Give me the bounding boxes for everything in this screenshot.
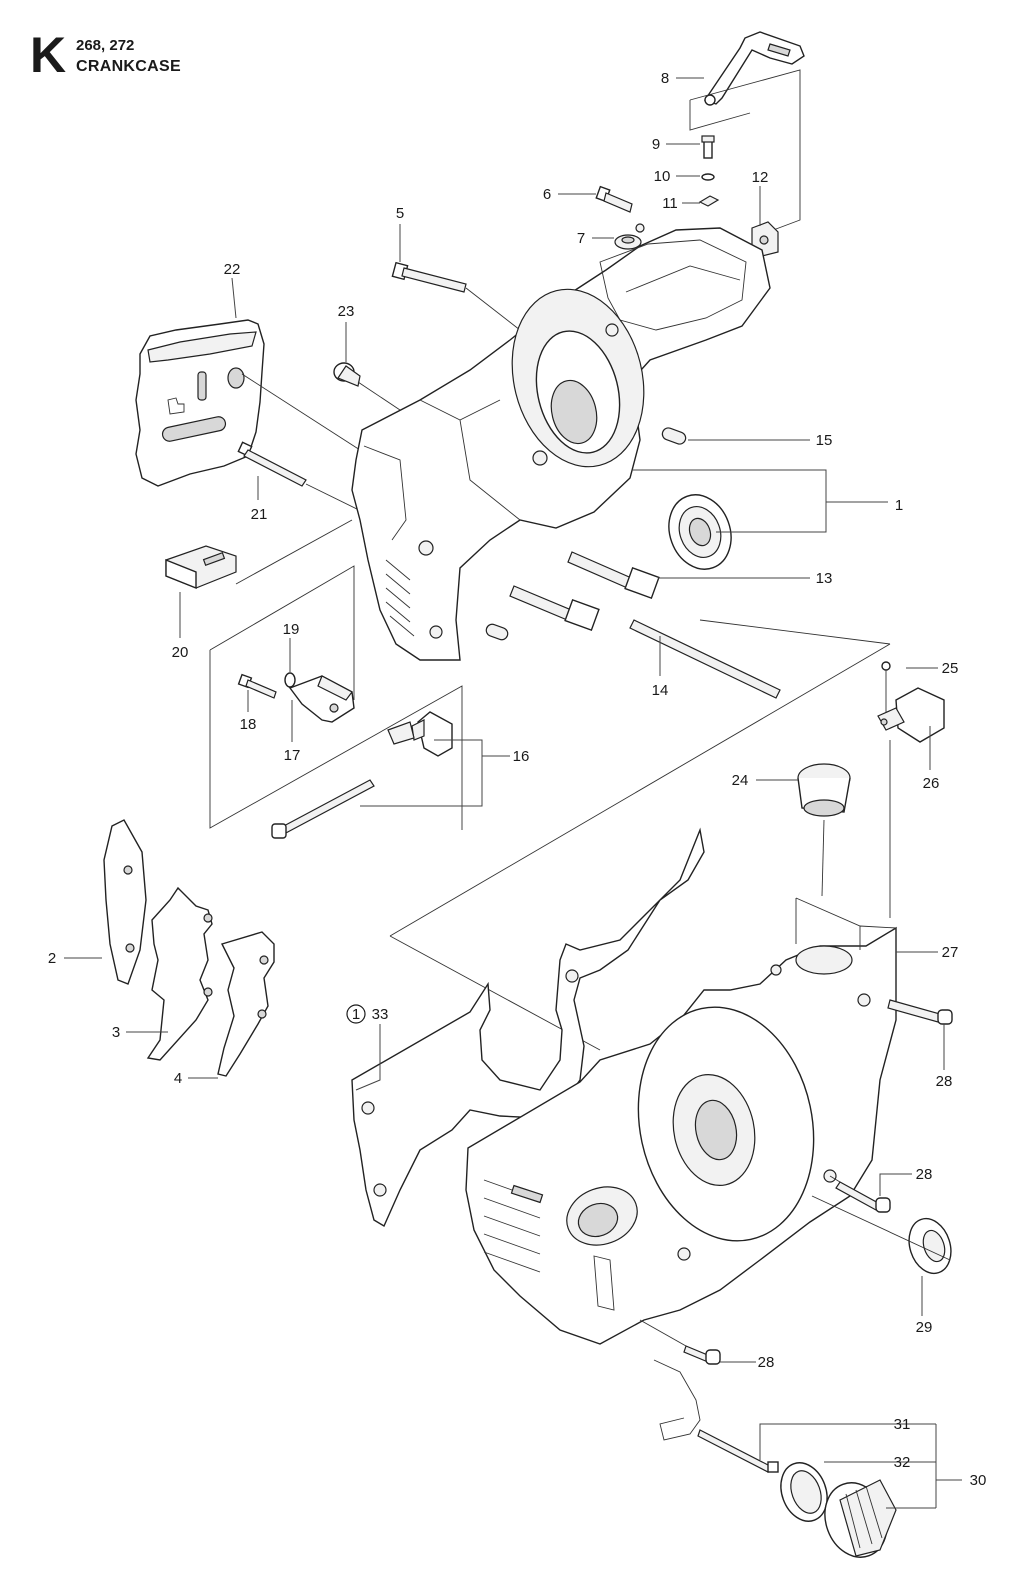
part-25-screw: [881, 661, 891, 671]
part-26-switch: [877, 670, 945, 918]
part-28-screw-right: [887, 999, 953, 1025]
callout-19: 19: [283, 621, 300, 638]
callout-28-mid: 28: [916, 1166, 933, 1183]
callout-33: 33: [372, 1006, 389, 1023]
part-17-clamp: [288, 675, 355, 723]
callout-23: 23: [338, 303, 355, 320]
part-23-plug: [333, 362, 401, 411]
part-28-screw-mid: [829, 1175, 891, 1213]
callout-labels: 1 2 3 4 5 6 7 8 9 10 11 12 13 14 15 16 1…: [48, 70, 987, 1489]
part-10-washer: [701, 173, 715, 181]
part-13-bearing: [668, 494, 732, 570]
part-1-upper-crankcase: [351, 223, 771, 661]
callout-4: 4: [174, 1070, 182, 1087]
callout-28-bottom: 28: [758, 1354, 775, 1371]
callout-17: 17: [284, 747, 301, 764]
callout-26: 26: [923, 775, 940, 792]
callout-21: 21: [251, 506, 268, 523]
part-33-gasket: [351, 827, 705, 1228]
part-19-washer: [284, 672, 296, 688]
part-15-dowel: [661, 427, 687, 445]
callout-31: 31: [894, 1416, 911, 1433]
part-24-intake-grommet: [797, 763, 851, 897]
callout-24: 24: [732, 772, 749, 789]
callout-16: 16: [513, 748, 530, 765]
callout-10: 10: [654, 168, 671, 185]
part-29-seal: [811, 1195, 952, 1275]
note-marker: 1: [346, 1004, 366, 1024]
part-20-bumper: [165, 519, 353, 590]
callout-13: 13: [816, 570, 833, 587]
callout-20: 20: [172, 644, 189, 661]
callout-3: 3: [112, 1024, 120, 1041]
part-8-brake-lever: [689, 31, 805, 233]
part-11-nut: [698, 195, 720, 207]
callout-25: 25: [942, 660, 959, 677]
callout-6: 6: [543, 186, 551, 203]
part-3-bumper-spike: [146, 886, 213, 1061]
part-chain-bolt-a: [567, 551, 660, 600]
callout-8: 8: [661, 70, 669, 87]
part-22-guide-plate: [135, 319, 361, 487]
callout-27: 27: [942, 944, 959, 961]
section-letter: K: [30, 27, 67, 83]
part-chain-bolt-b: [509, 585, 600, 632]
callout-1: 1: [895, 497, 903, 514]
part-small-dowel: [485, 623, 509, 641]
part-6-screw: [595, 185, 633, 213]
part-18-screw: [237, 673, 277, 699]
callout-7: 7: [577, 230, 585, 247]
callout-18: 18: [240, 716, 257, 733]
callout-5: 5: [396, 205, 404, 222]
part-2-spike-plate: [103, 819, 147, 985]
callout-9: 9: [652, 136, 660, 153]
callout-2: 2: [48, 950, 56, 967]
model-numbers: 268, 272: [76, 37, 135, 54]
part-9-screw: [701, 135, 715, 159]
part-27-lower-crankcase: [465, 897, 897, 1345]
callout-30: 30: [970, 1472, 987, 1489]
callout-22: 22: [224, 261, 241, 278]
callout-12: 12: [752, 169, 769, 186]
callout-32: 32: [894, 1454, 911, 1471]
part-16-tensioner: [271, 711, 453, 839]
part-28-screw-bottom: [639, 1319, 721, 1365]
part-4-bumper-spike: [217, 931, 275, 1077]
diagram-title: CRANKCASE: [76, 58, 181, 75]
callout-15: 15: [816, 432, 833, 449]
part-31-fuel-hose: [653, 1359, 779, 1473]
part-32-o-ring: [780, 1462, 828, 1522]
part-7-grommet: [614, 234, 642, 250]
part-30-fuel-cap: [824, 1479, 897, 1558]
callout-11: 11: [662, 195, 678, 212]
part-5-long-bolt: [391, 261, 521, 331]
callout-28-right: 28: [936, 1073, 953, 1090]
part-14-rod: [629, 619, 781, 699]
callout-29: 29: [916, 1319, 933, 1336]
leader-lines: [64, 77, 962, 1509]
callout-14: 14: [652, 682, 669, 699]
note-marker-text: 1: [352, 1006, 360, 1023]
